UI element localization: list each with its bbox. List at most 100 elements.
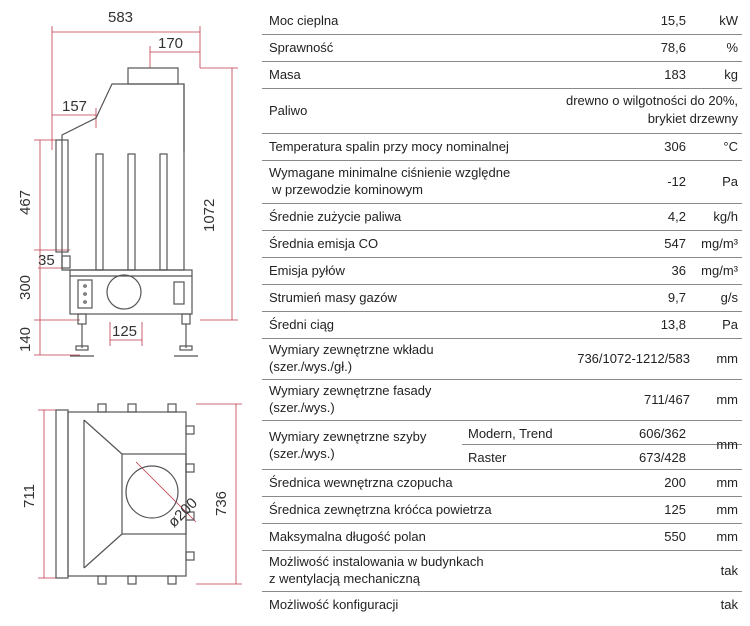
spec-label-line2: (szer./wys.) xyxy=(269,446,335,461)
spec-label: Strumień masy gazów xyxy=(269,290,397,305)
spec-row: Możliwość instalowania w budynkach z wen… xyxy=(262,551,742,592)
spec-unit: g/s xyxy=(720,290,738,305)
spec-unit: mm xyxy=(716,502,738,517)
dimension-lines-front xyxy=(34,26,238,356)
spec-label: Moc cieplna xyxy=(269,13,339,28)
spec-value-line2: brykiet drzewny xyxy=(647,111,738,126)
spec-label-line1: Możliwość instalowania w budynkach xyxy=(269,554,484,569)
spec-unit: kg xyxy=(724,67,738,82)
dim-467: 467 xyxy=(17,190,34,215)
spec-label: Średnica wewnętrzna czopucha xyxy=(269,475,453,490)
technical-drawings: 583 170 157 1072 467 300 140 35 125 xyxy=(17,9,242,585)
dim-583: 583 xyxy=(108,9,133,26)
spec-row: Paliwo drewno o wilgotności do 20%, bryk… xyxy=(262,89,742,134)
spec-row: Średni ciąg 13,8 Pa xyxy=(262,312,742,339)
spec-unit: Pa xyxy=(722,317,738,332)
subrow-modern-trend: Modern, Trend 606/362 xyxy=(262,421,742,444)
spec-unit: mm xyxy=(716,351,738,366)
spec-unit: kg/h xyxy=(713,209,738,224)
spec-row: Maksymalna długość polan 550 mm xyxy=(262,524,742,551)
spec-row: Wymagane minimalne ciśnienie względne w … xyxy=(262,161,742,204)
spec-value: 78,6 xyxy=(660,40,686,55)
dim-35: 35 xyxy=(38,252,55,269)
spec-label-line1: Wymagane minimalne ciśnienie względne xyxy=(269,165,511,180)
spec-row: Sprawność 78,6 % xyxy=(262,35,742,62)
spec-unit: mm xyxy=(716,437,738,452)
dim-diameter-200: ø200 xyxy=(165,495,201,531)
spec-unit: mm xyxy=(716,529,738,544)
dim-711: 711 xyxy=(21,484,38,508)
spec-label: Średni ciąg xyxy=(269,317,335,332)
top-view-drawing xyxy=(38,403,242,585)
spec-row: Wymiary zewnętrzne fasady (szer./wys.) 7… xyxy=(262,380,742,421)
spec-value: 13,8 xyxy=(660,317,686,332)
spec-unit: mg/m³ xyxy=(701,236,738,251)
spec-row: Masa 183 kg xyxy=(262,62,742,89)
sub-value: 606/362 xyxy=(639,426,686,441)
spec-row: Wymiary zewnętrzne szyby (szer./wys.) Mo… xyxy=(262,421,742,470)
spec-label-line1: Wymiary zewnętrzne fasady xyxy=(269,383,432,398)
spec-label-line1: Wymiary zewnętrzne wkładu xyxy=(269,342,434,357)
spec-label-line2: (szer./wys./gł.) xyxy=(269,359,353,374)
spec-row: Temperatura spalin przy mocy nominalnej … xyxy=(262,134,742,161)
dim-157: 157 xyxy=(62,98,87,115)
spec-unit: °C xyxy=(723,139,738,154)
spec-value: 4,2 xyxy=(667,209,686,224)
spec-label: Średnia emisja CO xyxy=(269,236,379,251)
spec-value: 9,7 xyxy=(667,290,686,305)
spec-value: 200 xyxy=(664,475,686,490)
spec-row: Średnica zewnętrzna króćca powietrza 125… xyxy=(262,497,742,524)
subrow-divider xyxy=(462,444,742,445)
spec-value: 736/1072-1212/583 xyxy=(577,351,690,366)
front-view-drawing xyxy=(34,26,238,357)
spec-row: Moc cieplna 15,5 kW xyxy=(262,8,742,35)
spec-row: Emisja pyłów 36 mg/m³ xyxy=(262,258,742,285)
dim-736: 736 xyxy=(213,491,230,516)
spec-unit: mg/m³ xyxy=(701,263,738,278)
dim-125: 125 xyxy=(112,323,137,340)
spec-value: 550 xyxy=(664,529,686,544)
spec-label: Temperatura spalin przy mocy nominalnej xyxy=(269,139,509,154)
spec-value: tak xyxy=(720,597,738,612)
spec-row: Średnie zużycie paliwa 4,2 kg/h xyxy=(262,204,742,231)
spec-value: 15,5 xyxy=(660,13,686,28)
spec-row: Wymiary zewnętrzne wkładu (szer./wys./gł… xyxy=(262,339,742,380)
dim-1072: 1072 xyxy=(201,199,218,232)
spec-row: Możliwość konfiguracji tak xyxy=(262,592,742,618)
dim-300: 300 xyxy=(17,275,34,300)
spec-row: Strumień masy gazów 9,7 g/s xyxy=(262,285,742,312)
spec-label-line2: (szer./wys.) xyxy=(269,400,335,415)
spec-label: Emisja pyłów xyxy=(269,263,345,278)
spec-label: Średnica zewnętrzna króćca powietrza xyxy=(269,502,492,517)
spec-label: Średnie zużycie paliwa xyxy=(269,209,402,224)
sub-name: Modern, Trend xyxy=(468,426,553,441)
spec-unit: Pa xyxy=(722,174,738,189)
spec-value: 711/467 xyxy=(643,392,690,407)
spec-label-line2: w przewodzie kominowym xyxy=(272,182,423,197)
spec-label: Maksymalna długość polan xyxy=(269,529,426,544)
spec-value: 306 xyxy=(664,139,686,154)
spec-label: Masa xyxy=(269,67,301,82)
spec-unit: mm xyxy=(716,392,738,407)
spec-unit: kW xyxy=(719,13,738,28)
spec-value: 183 xyxy=(664,67,686,82)
spec-value-line1: drewno o wilgotności do 20%, xyxy=(566,93,738,108)
spec-label-line2: z wentylacją mechaniczną xyxy=(269,571,421,586)
spec-row: Średnia emisja CO 547 mg/m³ xyxy=(262,231,742,258)
spec-value: 36 xyxy=(671,263,686,278)
spec-value: 547 xyxy=(664,236,686,251)
dim-140: 140 xyxy=(17,327,34,352)
spec-value: tak xyxy=(720,563,738,578)
spec-unit: mm xyxy=(716,475,738,490)
spec-value: -12 xyxy=(667,174,686,189)
dim-170: 170 xyxy=(158,35,183,52)
sub-name: Raster xyxy=(468,450,507,465)
sub-value: 673/428 xyxy=(639,450,686,465)
spec-unit: % xyxy=(726,40,738,55)
spec-value: 125 xyxy=(664,502,686,517)
spec-label: Sprawność xyxy=(269,40,334,55)
spec-label: Możliwość konfiguracji xyxy=(269,597,399,612)
spec-label-line1: Wymiary zewnętrzne szyby xyxy=(269,429,427,444)
spec-label: Paliwo xyxy=(269,103,308,118)
spec-row: Średnica wewnętrzna czopucha 200 mm xyxy=(262,470,742,497)
